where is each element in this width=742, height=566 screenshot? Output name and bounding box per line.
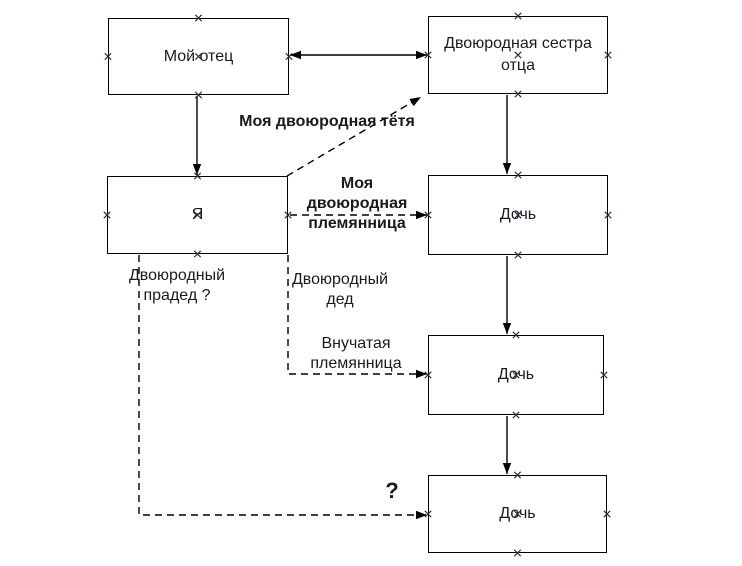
arrowhead-icon [192,164,202,175]
connector-father-cousin-mutual[interactable] [290,50,427,60]
arrowhead-icon [416,510,427,520]
box-label: Двоюродная сестра отца [444,35,592,74]
arrowhead-icon [416,369,427,379]
box-fathers-cousin[interactable]: Двоюродная сестра отца [428,16,608,94]
connector-line [286,96,422,177]
box-label: Мой отец [163,47,234,65]
connector-cousin-to-daughter1[interactable] [502,95,512,174]
arrowhead-icon [290,50,301,60]
arrowhead-icon [502,163,512,174]
connector-daughter2-to-daughter3[interactable] [502,416,512,474]
connector-daughter1-to-daughter2[interactable] [502,256,512,334]
arrowhead-icon [502,323,512,334]
box-label: Дочь [499,505,536,522]
label-my-cousin-aunt[interactable]: Моя двоюродная тётя [239,113,415,130]
label-question-mark[interactable]: ? [385,478,399,503]
label-my-cousin-niece[interactable]: Моя двоюродная племянница [306,175,408,232]
label-cousin-great-grandpa[interactable]: Двоюродный прадед ? [128,267,226,304]
connector-father-to-me[interactable] [192,96,202,175]
arrowhead-icon [409,97,421,107]
box-daughter-1[interactable]: Дочь [428,175,608,255]
box-label: Я [191,206,204,223]
label-cousin-grandpa[interactable]: Двоюродный дед [291,271,389,308]
arrowhead-icon [502,463,512,474]
box-label: Дочь [497,366,535,383]
box-me[interactable]: Я [107,176,288,254]
label-grand-niece[interactable]: Внучатая племянница [310,335,402,372]
arrowhead-icon [416,50,427,60]
arrowhead-icon [416,210,427,220]
box-daughter-3[interactable]: Дочь [428,475,607,553]
connector-me-to-cousin-dashed[interactable] [286,96,422,177]
box-my-father[interactable]: Мой отец [108,18,289,95]
box-label: Дочь [499,206,537,223]
box-daughter-2[interactable]: Дочь [428,335,604,415]
